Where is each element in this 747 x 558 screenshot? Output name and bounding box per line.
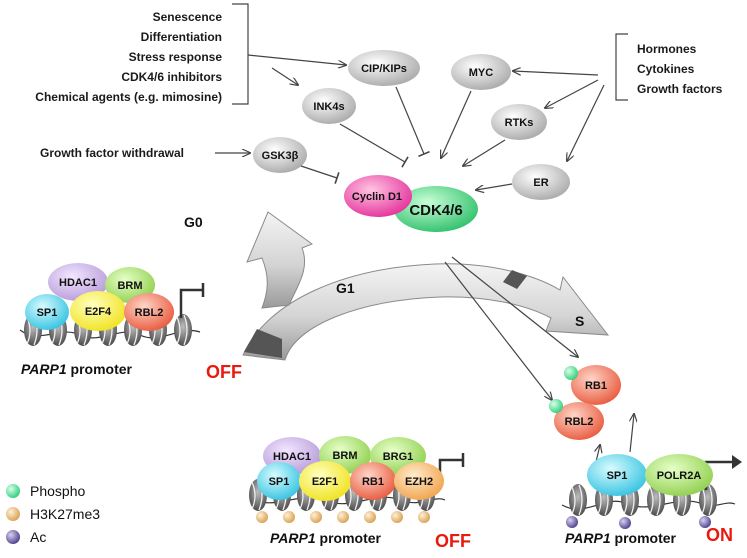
svg-text:ER: ER	[533, 177, 548, 189]
legend-ac: Ac	[6, 529, 46, 545]
complex-g0: HDAC1 BRM SP1 E2F4 RBL2	[19, 263, 205, 347]
protein-ezh2-g1: EZH2	[394, 462, 444, 500]
node-rtks: RTKs	[491, 104, 547, 140]
arrow-to-ink4s	[271, 67, 298, 85]
svg-text:E2F4: E2F4	[85, 306, 112, 318]
status-on-s: ON	[706, 525, 733, 545]
arrow-rtks-cdk	[463, 139, 506, 166]
svg-text:INK4s: INK4s	[313, 101, 344, 113]
promoter-label-s: PARP1 promoter	[565, 530, 677, 546]
protein-rbl2-g0: RBL2	[124, 293, 174, 331]
legend-h3k27me3: H3K27me3	[6, 506, 100, 522]
protein-e2f1-g1: E2F1	[299, 461, 351, 501]
protein-sp1-s: SP1	[587, 454, 647, 496]
inducer-chemical-agents: Chemical agents (e.g. mimosine)	[35, 90, 222, 104]
growth-factor-withdrawal: Growth factor withdrawal	[40, 146, 184, 160]
inducer-differentiation: Differentiation	[141, 30, 222, 44]
svg-text:BRG1: BRG1	[383, 451, 414, 463]
svg-text:Ac: Ac	[30, 529, 46, 545]
inducer-stress-response: Stress response	[129, 50, 223, 64]
svg-text:RB1: RB1	[585, 380, 607, 392]
inducer-cytokines: Cytokines	[637, 62, 695, 76]
arrow-to-rtks	[545, 79, 599, 108]
promoter-label-g0: PARP1 promoter	[21, 361, 133, 377]
arrow-er-cdk	[476, 183, 513, 190]
svg-text:BRM: BRM	[117, 280, 142, 292]
inducer-growth-factors: Growth factors	[637, 82, 723, 96]
inducer-senescence: Senescence	[153, 10, 223, 24]
svg-text:GSK3β: GSK3β	[262, 150, 299, 162]
status-off-g0: OFF	[206, 362, 242, 382]
svg-text:SP1: SP1	[269, 476, 290, 488]
svg-text:SP1: SP1	[607, 470, 628, 482]
inhibit-ink4s	[339, 123, 409, 168]
node-er: ER	[512, 164, 570, 200]
complex-s: SP1 POLR2A	[561, 454, 742, 529]
arrow-cdk-to-rbl2	[444, 261, 552, 400]
inducer-cdk46-inhibitors: CDK4/6 inhibitors	[121, 70, 222, 84]
arrow-to-er	[567, 84, 605, 161]
svg-text:POLR2A: POLR2A	[657, 470, 702, 482]
phase-g1-label: G1	[336, 280, 355, 296]
node-cyclin-d1: Cyclin D1	[344, 175, 412, 217]
protein-sp1-g1: SP1	[257, 462, 301, 500]
svg-text:RB1: RB1	[362, 476, 384, 488]
arrow-to-myc	[513, 71, 599, 76]
status-off-g1: OFF	[435, 531, 471, 551]
svg-text:HDAC1: HDAC1	[59, 277, 97, 289]
node-cdk46: CDK4/6	[394, 186, 478, 232]
promoter-label-g1: PARP1 promoter	[270, 530, 382, 546]
inducer-hormones: Hormones	[637, 42, 697, 56]
left-bracket	[232, 3, 249, 105]
svg-text:HDAC1: HDAC1	[273, 451, 311, 463]
node-myc: MYC	[451, 54, 511, 90]
inhibit-gsk3b	[300, 165, 340, 184]
svg-text:RBL2: RBL2	[565, 416, 594, 428]
legend-phospho: Phospho	[6, 483, 85, 499]
right-bracket	[615, 33, 628, 101]
arrow-up-rb1	[630, 414, 634, 453]
protein-e2f4-g0: E2F4	[70, 291, 126, 331]
legend: Phospho H3K27me3 Ac	[6, 483, 100, 545]
svg-text:EZH2: EZH2	[405, 476, 433, 488]
arrow-myc-cdk	[441, 90, 472, 158]
svg-text:Phospho: Phospho	[30, 483, 85, 499]
phase-s-label: S	[575, 313, 584, 329]
svg-text:CDK4/6: CDK4/6	[409, 202, 462, 219]
inducers-right: Hormones Cytokines Growth factors	[637, 42, 723, 96]
protein-sp1-g0: SP1	[25, 294, 69, 330]
arrow-cdk-to-rb1	[451, 256, 578, 357]
svg-text:BRM: BRM	[332, 450, 357, 462]
node-cip-kips: CIP/KIPs	[348, 50, 420, 86]
released-rb1: RB1	[564, 365, 621, 405]
node-gsk3b: GSK3β	[253, 137, 307, 173]
svg-text:E2F1: E2F1	[312, 476, 338, 488]
complex-g1: HDAC1 BRM BRG1 SP1 E2F1 RB1 EZH2	[248, 436, 465, 523]
svg-text:RBL2: RBL2	[135, 307, 164, 319]
svg-text:MYC: MYC	[469, 67, 494, 79]
svg-text:RTKs: RTKs	[505, 117, 534, 129]
svg-text:H3K27me3: H3K27me3	[30, 506, 100, 522]
svg-text:SP1: SP1	[37, 307, 58, 319]
inhibit-cipkips	[395, 86, 430, 158]
released-rbl2: RBL2	[549, 399, 604, 440]
phase-g0-label: G0	[184, 214, 203, 230]
cell-cycle-arrow	[242, 211, 610, 361]
inducers-left: Senescence Differentiation Stress respon…	[35, 10, 222, 104]
node-ink4s: INK4s	[302, 88, 356, 124]
protein-rb1-g1: RB1	[350, 462, 396, 500]
arrow-to-cipkips	[247, 54, 346, 65]
svg-text:CIP/KIPs: CIP/KIPs	[361, 63, 407, 75]
svg-text:Cyclin D1: Cyclin D1	[352, 191, 402, 203]
protein-polr2a-s: POLR2A	[645, 454, 713, 496]
